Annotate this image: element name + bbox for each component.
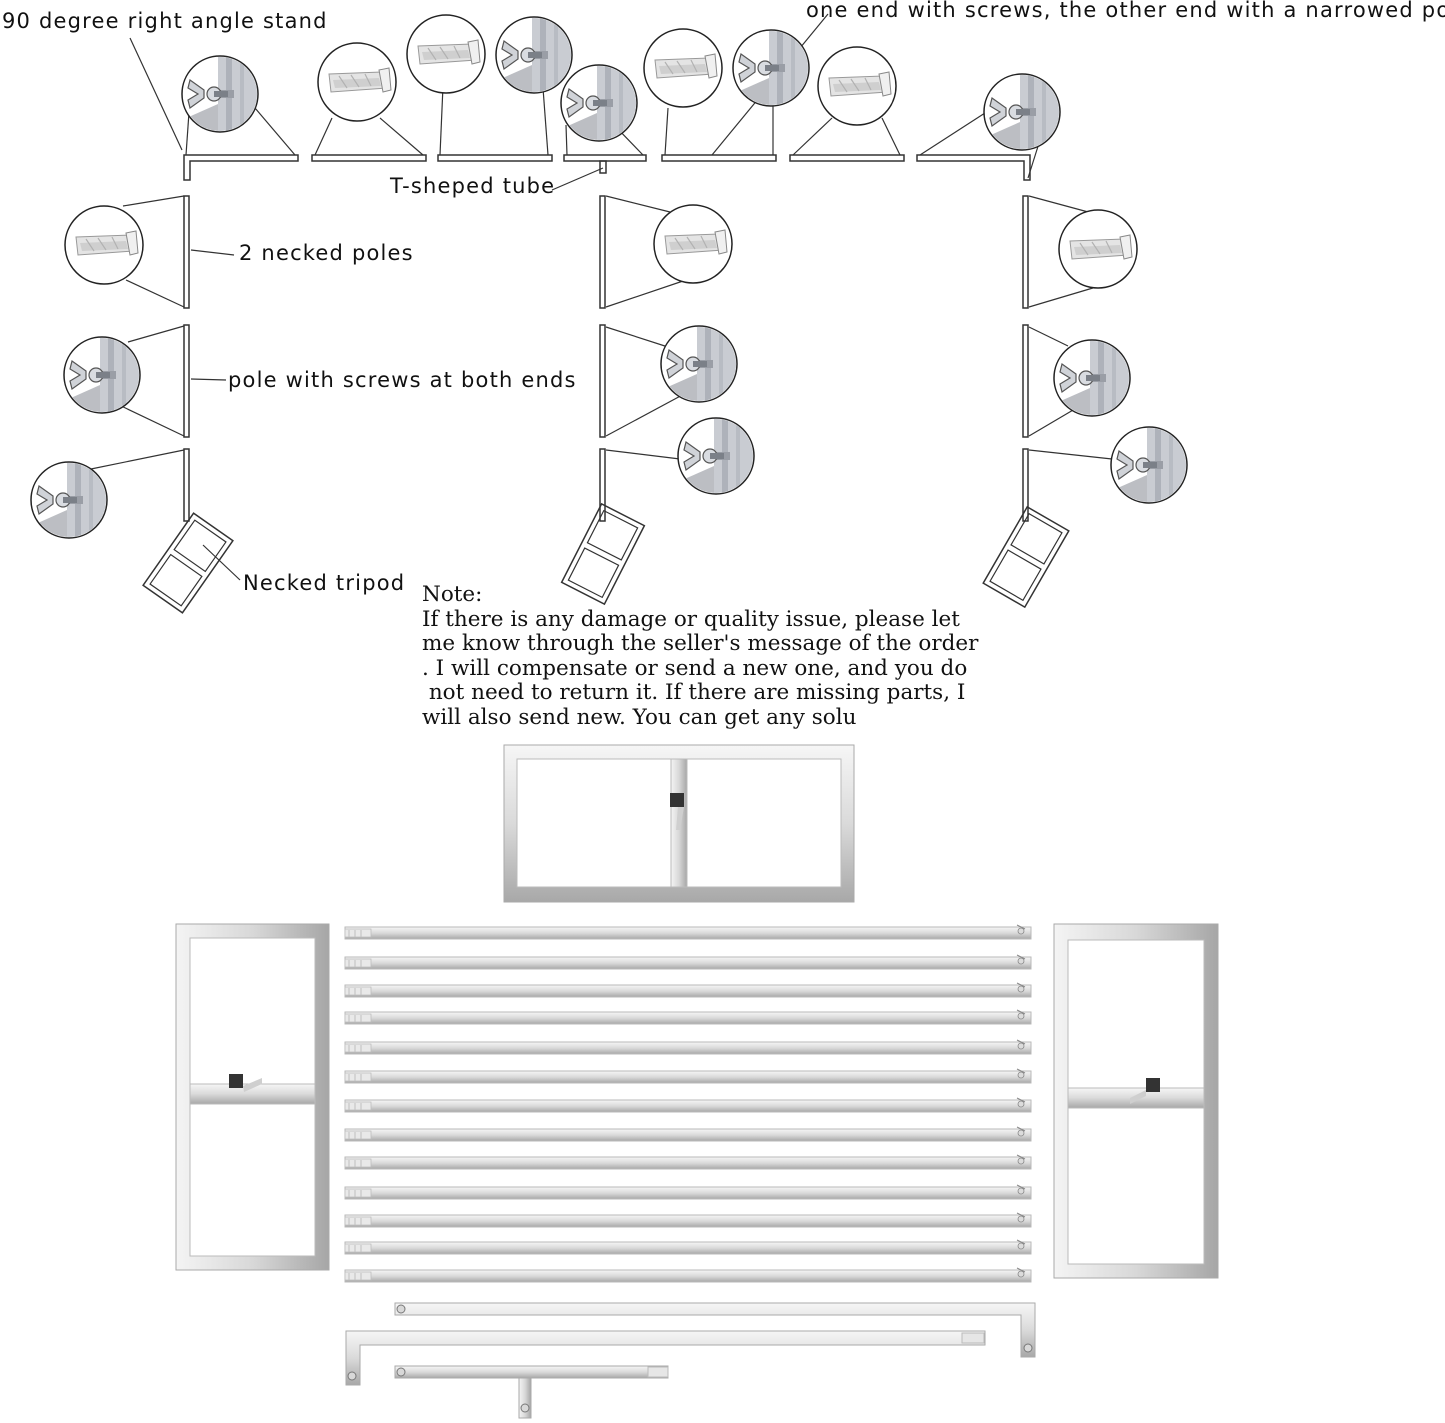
pole-photo [344,1212,1032,1228]
wing-screw-icon [678,416,756,496]
poles-stack-photo [344,924,1032,1283]
note-block: Note: If there is any damage or quality … [422,582,982,730]
tripod-frame-photo-top [503,744,855,903]
label-right-angle-stand: 90 degree right angle stand [2,9,328,33]
label-t-tube: T-sheped tube [390,174,556,198]
tube-end-icon [818,47,896,125]
pole-photo [344,982,1032,998]
wing-screw-icon [661,324,739,404]
pole-photo [344,1039,1032,1055]
pole-photo [344,1126,1032,1142]
pole-photo [344,1154,1032,1170]
tube-end-icon [654,205,732,283]
note-line: . I will compensate or send a new one, a… [422,655,968,681]
pole-photo [344,1184,1032,1200]
label-screw-pole: pole with screws at both ends [228,368,577,392]
note-line: If there is any damage or quality issue,… [422,606,960,632]
pole-photo [344,924,1032,940]
detail-magnifiers [31,15,1189,540]
tube-end-icon [407,15,485,93]
wing-screw-icon [733,28,811,108]
label-screws-and-narrowed-pole: one end with screws, the other end with … [806,0,1445,22]
pole-photo [344,1239,1032,1255]
top-rail-schematic [183,154,1031,181]
pole-photo [344,954,1032,970]
note-heading: Note: [422,582,483,607]
pole-photo [344,1009,1032,1025]
note-line: not need to return it. If there are miss… [422,680,966,705]
wing-screw-icon [1054,338,1132,418]
tube-end-icon [318,43,396,121]
wing-screw-icon [496,15,574,95]
tube-end-icon [65,206,143,284]
label-necked-poles: 2 necked poles [239,241,414,265]
pole-photo [344,1097,1032,1113]
tube-end-icon [1059,210,1137,288]
pole-photo [344,1068,1032,1084]
tripod-frame-photo-left [175,923,330,1271]
note-line: me know through the seller's message of … [422,631,979,656]
wing-screw-icon [561,63,639,143]
note-line: will also send new. You can get any solu [422,704,857,730]
corner-pieces-photo [345,1302,1036,1419]
tripod-left-diagram [142,512,234,614]
wing-screw-icon [1111,425,1189,505]
tube-end-icon [644,29,722,107]
wing-screw-icon [64,335,142,415]
leader-lines [90,13,1114,581]
tripod-frame-photo-right [1053,923,1219,1279]
label-necked-tripod: Necked tripod [243,571,406,595]
wing-screw-icon [31,460,109,540]
wing-screw-icon [182,54,260,134]
tripod-right-diagram [982,506,1070,608]
wing-screw-icon [984,72,1062,152]
pole-photo [344,1267,1032,1283]
